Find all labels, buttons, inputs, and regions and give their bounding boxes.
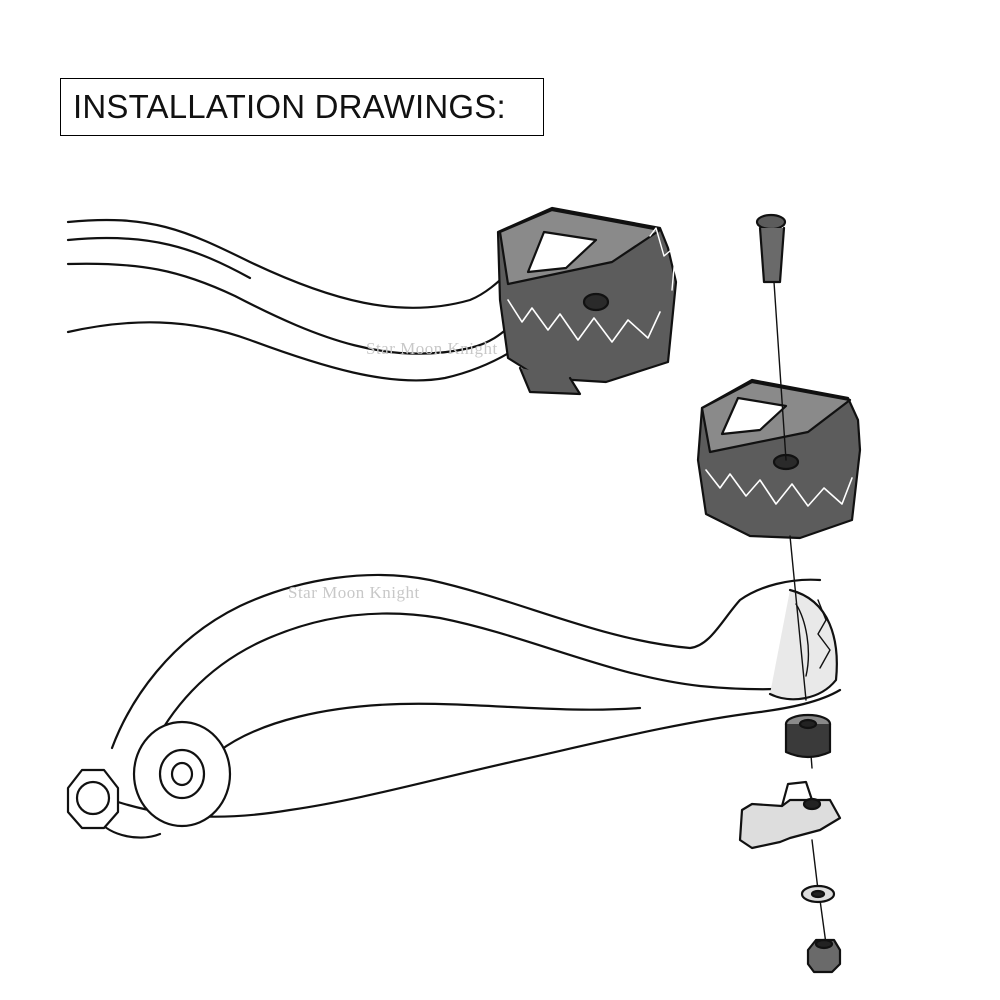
upper-pedal-cap <box>496 206 678 396</box>
washer <box>800 884 836 904</box>
installation-drawings-title: INSTALLATION DRAWINGS: <box>60 78 544 136</box>
watermark: Star Moon Knight <box>288 583 420 602</box>
spacer <box>784 713 832 759</box>
pivot-boss <box>96 720 232 839</box>
upper-lever-assembled <box>66 218 522 382</box>
nut <box>806 938 842 974</box>
pivot-bolt-head <box>66 768 120 830</box>
pedal-tip-cap <box>696 378 862 540</box>
bolt <box>755 213 787 284</box>
brake-pedal-lever <box>110 573 842 818</box>
bracket <box>738 780 842 850</box>
watermark: Star Moon Knight <box>366 339 498 358</box>
